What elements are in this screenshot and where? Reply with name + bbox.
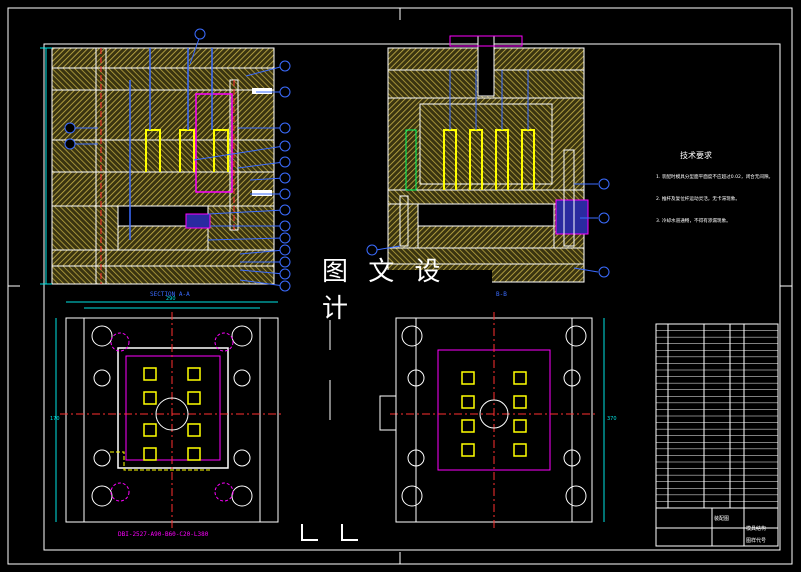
tech-requirement-1: 1. 装配时模具分型面平面度不应超过0.02，闭合无间隙。 xyxy=(656,173,773,180)
moving-half-plan-view xyxy=(55,301,284,528)
title-block-label-2: 模具结构 xyxy=(746,525,766,532)
title-block: 装配图 模具结构 图样代号 xyxy=(655,323,779,547)
watermark: 图 文 设 计 xyxy=(322,257,492,324)
fixed-half-plan-view xyxy=(379,312,605,528)
tech-requirement-2: 2. 推杆及复位杆运动灵活，无卡滞现象。 xyxy=(656,195,740,202)
dimension-side-right: 370 xyxy=(607,416,617,422)
tech-requirement-3: 3. 冷却水道通畅，不得有渗漏现象。 xyxy=(656,217,731,224)
section-b-b-view xyxy=(366,35,610,283)
mold-base-label: DBI-2527-A90-B60-C20-L380 xyxy=(118,531,209,538)
technical-requirements: 技术要求 1. 装配时模具分型面平面度不应超过0.02，闭合无间隙。 2. 推杆… xyxy=(656,150,773,224)
section-label-right: B-B xyxy=(496,291,507,298)
title-block-label-1: 装配图 xyxy=(714,515,729,522)
section-label-left: SECTION A-A xyxy=(150,291,190,298)
tech-requirements-title: 技术要求 xyxy=(680,150,712,160)
inner-frame xyxy=(43,43,781,551)
dimension-top: 290 xyxy=(166,296,176,302)
title-block-label-3: 图样代号 xyxy=(746,537,766,544)
dimension-side-left: 170 xyxy=(50,416,60,422)
section-a-a-view xyxy=(40,28,291,292)
